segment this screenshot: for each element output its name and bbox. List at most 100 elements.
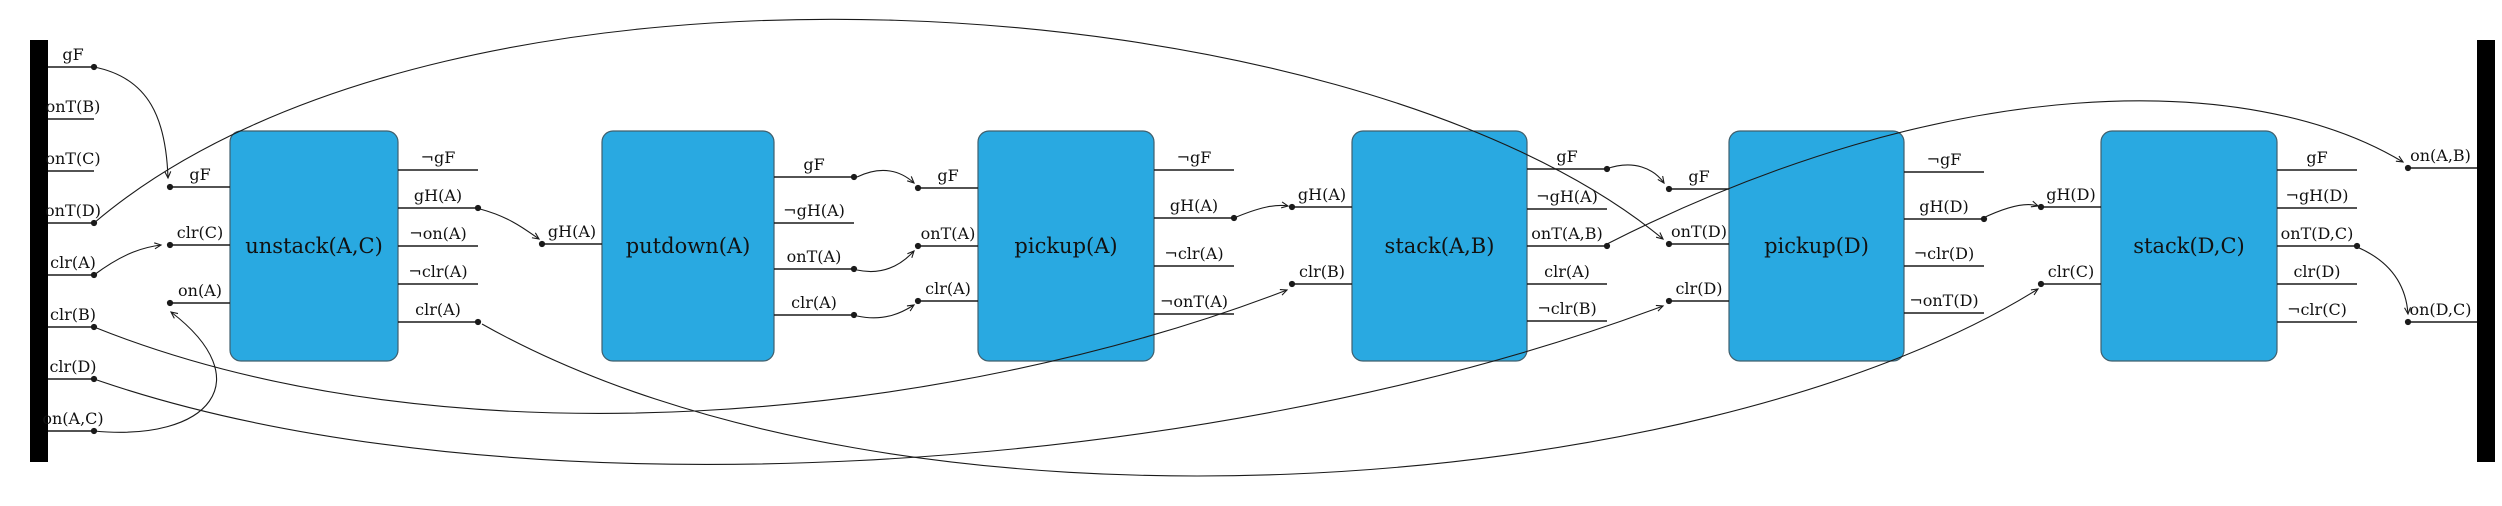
- precond-label: clr(D): [1675, 279, 1722, 298]
- effect-dot: [850, 311, 858, 319]
- effect-label: ¬gF: [421, 148, 456, 167]
- precond-label: on(A): [178, 281, 222, 300]
- initial-state-wall: [30, 40, 48, 462]
- causal-link-putdown-A.out.onT(A)-to-pickup-A.in.onT(A): [856, 250, 915, 272]
- effect-label: ¬gH(A): [783, 201, 845, 220]
- effect-label: ¬clr(A): [1164, 244, 1223, 263]
- precond-dot: [2037, 280, 2045, 288]
- causal-link-stack-AB.out.gF-to-pickup-D.in.gF: [1605, 164, 1665, 185]
- precond-label: onT(A): [921, 224, 976, 243]
- precond-dot: [1665, 297, 1673, 305]
- effect-label: ¬gH(D): [2286, 186, 2349, 205]
- causal-link-stack-DC.out.onT(D,C)-to-goal.on(D,C): [2356, 246, 2412, 316]
- effect-label: ¬clr(D): [1914, 244, 1974, 263]
- causal-link-init.onT(D)-to-pickup-D.in.onT(D): [93, 18, 1665, 240]
- action-box-putdown-A: [601, 130, 775, 362]
- causal-link-pickup-A.out.gH(A)-to-stack-AB.in.gH(A): [1233, 201, 1290, 219]
- goal-state-wall: [2477, 40, 2495, 462]
- effect-label: ¬on(A): [409, 224, 466, 243]
- effect-label: clr(A): [791, 293, 837, 312]
- precond-label: gH(D): [2046, 185, 2096, 204]
- effect-label: ¬gF: [1927, 150, 1962, 169]
- effect-label: onT(A,B): [1531, 224, 1603, 243]
- effect-label: ¬onT(A): [1160, 292, 1228, 311]
- goal-fact-label: on(D,C): [2409, 300, 2471, 319]
- precond-dot: [914, 242, 922, 250]
- action-title-pickup-D: pickup(D): [1764, 234, 1869, 258]
- causal-link-init.on(A,C)-to-unstack-AC.in.on(A): [93, 311, 217, 433]
- precond-label: clr(B): [1299, 262, 1345, 281]
- effect-label: onT(A): [787, 247, 842, 266]
- action-title-stack-AB: stack(A,B): [1385, 234, 1495, 258]
- effect-dot: [850, 173, 858, 181]
- init-fact-label: clr(D): [49, 357, 96, 376]
- goal-fact-dot: [2404, 164, 2412, 172]
- effect-label: gH(A): [414, 186, 462, 205]
- init-fact-label: onT(C): [45, 149, 100, 168]
- effect-label: ¬clr(C): [2287, 300, 2347, 319]
- effect-label: ¬gH(A): [1536, 187, 1598, 206]
- action-box-pickup-D: [1728, 130, 1905, 362]
- effect-label: gF: [803, 155, 824, 174]
- init-fact-label: on(A,C): [42, 409, 103, 428]
- precond-dot: [1288, 280, 1296, 288]
- effect-label: gF: [1556, 147, 1577, 166]
- precond-label: gF: [189, 165, 210, 184]
- effect-label: gF: [2306, 148, 2327, 167]
- precond-dot: [1665, 240, 1673, 248]
- action-title-unstack-AC: unstack(A,C): [245, 234, 383, 258]
- causal-link-init.clr(D)-to-pickup-D.in.clr(D): [93, 304, 1665, 465]
- precond-dot: [2037, 203, 2045, 211]
- effect-label: ¬clr(A): [408, 262, 467, 281]
- causal-link-stack-AB.out.onT(A,B)-to-goal.on(A,B): [1606, 100, 2405, 245]
- precond-dot: [914, 184, 922, 192]
- effect-label: ¬onT(D): [1909, 291, 1978, 310]
- effect-dot: [474, 204, 482, 212]
- init-fact-label: onT(D): [45, 201, 101, 220]
- effect-label: gH(A): [1170, 196, 1218, 215]
- precond-dot: [538, 240, 546, 248]
- effect-label: clr(A): [1544, 262, 1590, 281]
- causal-link-putdown-A.out.gF-to-pickup-A.in.gF: [856, 170, 915, 184]
- precond-label: clr(C): [177, 223, 223, 242]
- effect-label: onT(D,C): [2281, 224, 2354, 243]
- precond-dot: [166, 299, 174, 307]
- effect-label: gH(D): [1919, 197, 1969, 216]
- precond-dot: [1288, 203, 1296, 211]
- effect-label: clr(D): [2293, 262, 2340, 281]
- precond-label: gH(A): [548, 222, 596, 241]
- init-fact-label: onT(B): [46, 97, 101, 116]
- effect-label: clr(A): [415, 300, 461, 319]
- init-fact-label: clr(B): [50, 305, 96, 324]
- precond-dot: [166, 183, 174, 191]
- precond-label: clr(A): [925, 279, 971, 298]
- init-fact-label: clr(A): [50, 253, 96, 272]
- precond-label: onT(D): [1671, 222, 1727, 241]
- goal-fact-label: on(A,B): [2410, 146, 2471, 165]
- causal-link-unstack-AC.out.gH(A)-to-putdown-A.in.gH(A): [479, 208, 541, 240]
- causal-link-pickup-D.out.gH(D)-to-stack-DC.in.gH(D): [1980, 200, 2040, 220]
- action-title-stack-DC: stack(D,C): [2133, 234, 2244, 258]
- init-fact-label: gF: [62, 45, 83, 64]
- effect-dot: [850, 265, 858, 273]
- precond-label: gH(A): [1298, 185, 1346, 204]
- causal-link-unstack-AC.out.clr(A)-to-stack-DC.in.clr(C): [481, 288, 2040, 477]
- precond-label: gF: [937, 166, 958, 185]
- precond-label: clr(C): [2048, 262, 2094, 281]
- goal-fact-dot: [2404, 318, 2412, 326]
- precond-dot: [1665, 185, 1673, 193]
- precond-dot: [166, 241, 174, 249]
- precond-dot: [914, 297, 922, 305]
- effect-dot: [1603, 242, 1611, 250]
- causal-link-init.gF-to-unstack-AC.in.gF: [93, 66, 172, 180]
- effect-label: ¬gF: [1177, 148, 1212, 167]
- causal-link-init.clr(B)-to-stack-AB.in.clr(B): [93, 288, 1289, 414]
- precond-label: gF: [1688, 167, 1709, 186]
- causal-link-init.clr(A)-to-unstack-AC.in.clr(C): [93, 242, 163, 276]
- effect-dot: [474, 318, 482, 326]
- action-title-putdown-A: putdown(A): [626, 234, 751, 258]
- causal-link-putdown-A.out.clr(A)-to-pickup-A.in.clr(A): [856, 304, 916, 319]
- action-title-pickup-A: pickup(A): [1014, 234, 1117, 258]
